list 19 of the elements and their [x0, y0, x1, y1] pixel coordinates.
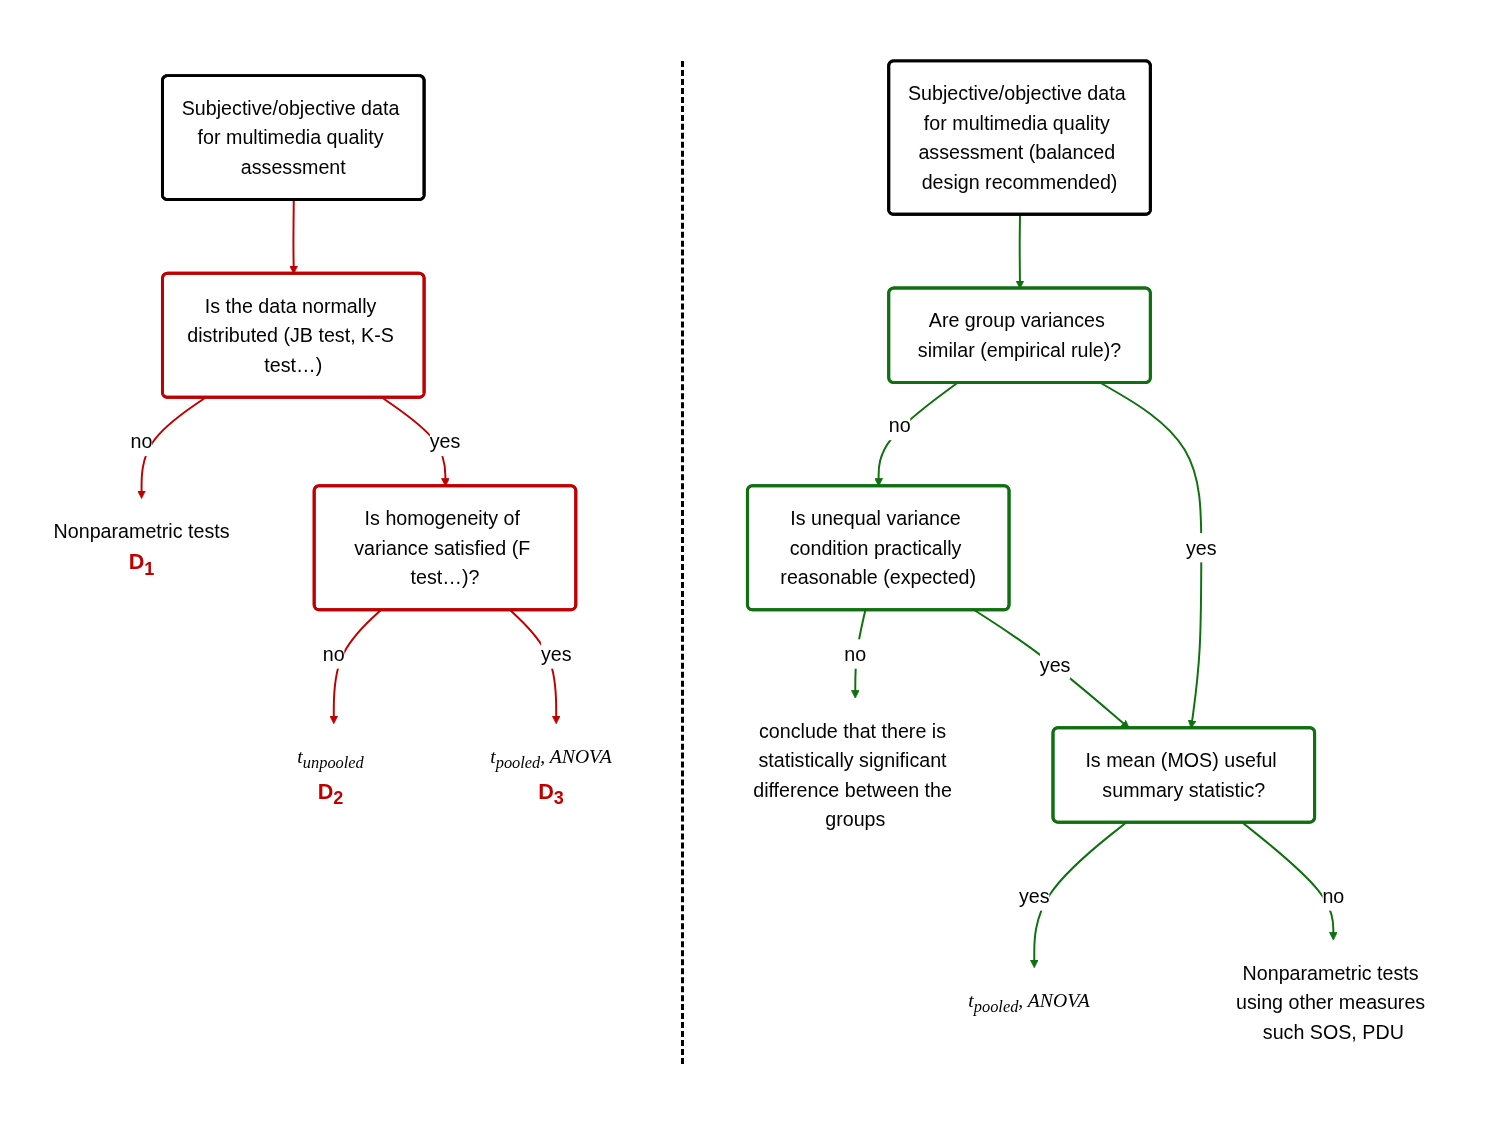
node-label: D$_{3}$ — [538, 778, 564, 808]
edge-label: no — [844, 643, 867, 665]
edge-label: yes — [429, 430, 461, 453]
edge-label: no — [130, 430, 153, 453]
node-text: Nonparametric tests — [53, 520, 230, 542]
edge-label: yes — [1039, 653, 1071, 676]
edge-label: no — [1322, 885, 1345, 907]
edge-label: no — [888, 414, 911, 437]
edge-label: no — [322, 643, 345, 665]
node-text: Nonparametric tests using other measures such SOS, PDU — [1236, 961, 1426, 1043]
node-text: t$_{pooled}$, ANOVA — [968, 989, 1090, 1016]
edge-label: yes — [540, 643, 572, 665]
node-text: t$_{pooled}$, ANOVA — [490, 745, 612, 772]
node-label: D$_{2}$ — [317, 778, 344, 808]
node-text: t$_{unpooled}$ — [297, 745, 364, 772]
node-label: D$_{1}$ — [128, 549, 155, 579]
edge-label: yes — [1018, 885, 1050, 907]
node-text: conclude that there is statistically significant difference between the groups — [753, 719, 952, 831]
edge-label: yes — [1185, 536, 1217, 559]
